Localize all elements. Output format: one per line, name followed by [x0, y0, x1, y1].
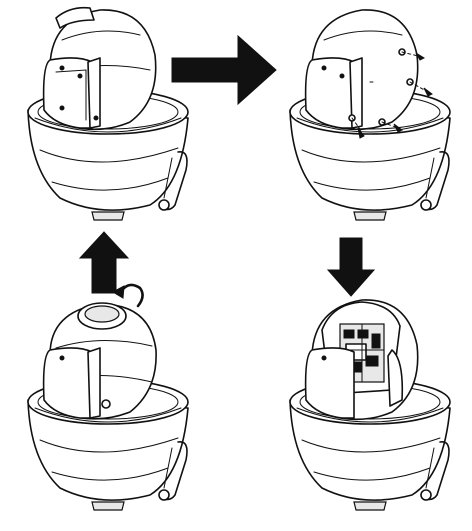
panel-top-left: [27, 6, 189, 221]
rotate-arrow-icon: [118, 283, 144, 308]
rotate-arrowhead-icon: [111, 285, 125, 299]
arrow-right-icon: [171, 34, 277, 106]
panel-bottom-right: [289, 299, 451, 511]
screw-icon: [351, 51, 433, 139]
panel-bottom-left: [27, 283, 189, 511]
arrow-down-icon: [326, 237, 376, 297]
arrow-up-icon: [78, 231, 130, 294]
panel-top-right: [289, 9, 451, 221]
